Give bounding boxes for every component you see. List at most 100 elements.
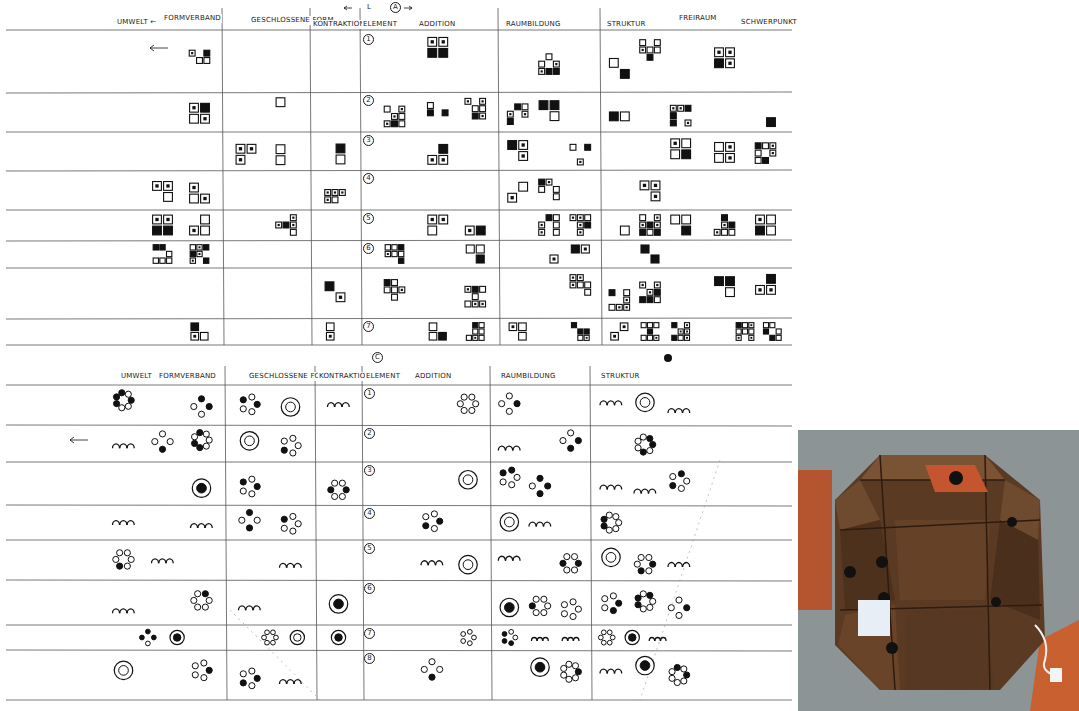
form-sketch — [335, 403, 342, 407]
form-sketch — [572, 276, 574, 278]
form-sketch — [615, 401, 622, 405]
form-sketch — [553, 229, 559, 235]
form-sketch — [654, 297, 660, 303]
form-sketch — [683, 409, 690, 413]
form-sketch — [472, 294, 478, 300]
form-sketch — [610, 635, 615, 640]
form-sketch — [294, 634, 301, 641]
cube-facet — [840, 520, 895, 610]
section-marker: A — [390, 2, 401, 13]
form-sketch — [281, 398, 299, 416]
form-sketch — [578, 329, 583, 334]
form-sketch — [119, 390, 125, 396]
column-heading: FORMVERBAND — [158, 372, 217, 381]
form-sketch — [192, 479, 210, 497]
form-sketch — [295, 521, 301, 527]
form-sketch — [536, 522, 543, 526]
form-sketch — [562, 638, 567, 641]
form-sketch — [428, 226, 437, 235]
form-sketch — [606, 512, 612, 518]
form-sketch — [555, 63, 557, 65]
form-sketch — [160, 258, 165, 263]
form-sketch — [609, 112, 618, 121]
form-sketch — [640, 434, 646, 440]
form-sketch — [722, 222, 728, 228]
form-sketch — [120, 609, 127, 613]
grid-line — [6, 240, 792, 241]
form-sketch — [519, 182, 528, 191]
form-sketch — [332, 197, 338, 203]
form-sketch — [654, 289, 660, 295]
form-sketch — [749, 335, 754, 340]
form-sketch — [114, 661, 132, 679]
form-sketch — [634, 489, 641, 493]
form-sketch — [568, 638, 573, 641]
row-number: 5 — [363, 213, 374, 224]
form-sketch — [548, 181, 550, 183]
form-sketch — [200, 332, 208, 340]
row-number: 1 — [364, 388, 375, 399]
form-sketch — [204, 50, 210, 56]
column-heading: KONTRAKTION — [318, 372, 372, 381]
column-divider — [590, 366, 592, 700]
form-sketch — [585, 282, 591, 288]
form-sketch — [626, 306, 628, 308]
form-sketch — [513, 556, 520, 560]
form-sketch — [170, 630, 184, 644]
form-sketch — [729, 222, 735, 228]
form-sketch — [481, 115, 483, 117]
form-sketch — [201, 103, 210, 112]
form-sketch — [197, 430, 203, 436]
form-sketch — [467, 629, 472, 634]
form-sketch — [676, 597, 682, 603]
form-sketch — [473, 401, 479, 407]
form-sketch — [281, 516, 287, 522]
row-number: 4 — [363, 173, 374, 184]
form-sketch — [514, 474, 520, 480]
form-sketch — [684, 335, 689, 340]
form-sketch — [577, 215, 583, 221]
form-sketch — [166, 184, 169, 187]
form-sketch — [465, 226, 474, 235]
form-sketch — [164, 193, 173, 202]
form-sketch — [763, 158, 769, 164]
form-sketch — [522, 154, 525, 157]
form-sketch — [572, 675, 578, 681]
form-sketch — [541, 610, 547, 616]
form-sketch — [647, 448, 653, 454]
form-sketch — [461, 394, 467, 400]
cube-joints — [840, 455, 1042, 690]
form-sketch — [575, 560, 581, 566]
form-sketch — [469, 394, 475, 400]
form-sketch — [506, 446, 513, 450]
form-sketch — [506, 408, 512, 414]
form-sketch — [535, 662, 545, 672]
form-sketch — [541, 224, 543, 226]
form-sketch — [571, 554, 577, 560]
form-sketch — [498, 556, 505, 560]
form-sketch — [601, 640, 606, 645]
form-sketch — [728, 156, 731, 159]
form-sketch — [647, 289, 653, 295]
form-sketch — [669, 675, 675, 681]
form-sketch — [519, 332, 527, 340]
form-sketch — [124, 550, 130, 556]
white-tile — [858, 600, 890, 636]
form-sketch — [468, 229, 471, 232]
form-sketch — [577, 275, 583, 281]
form-sketch — [204, 245, 209, 250]
form-sketch — [249, 491, 255, 497]
form-sketch — [680, 331, 682, 333]
form-sketch — [668, 605, 674, 611]
form-sketch — [615, 669, 622, 673]
form-sketch — [577, 282, 583, 288]
form-sketch — [641, 489, 648, 493]
form-sketch — [607, 401, 614, 405]
form-sketch — [341, 191, 343, 193]
form-sketch — [546, 54, 552, 60]
form-sketch — [726, 154, 735, 163]
form-sketch — [511, 196, 514, 199]
form-sketch — [620, 226, 629, 235]
grid-line — [6, 580, 792, 581]
form-sketch — [635, 602, 641, 608]
